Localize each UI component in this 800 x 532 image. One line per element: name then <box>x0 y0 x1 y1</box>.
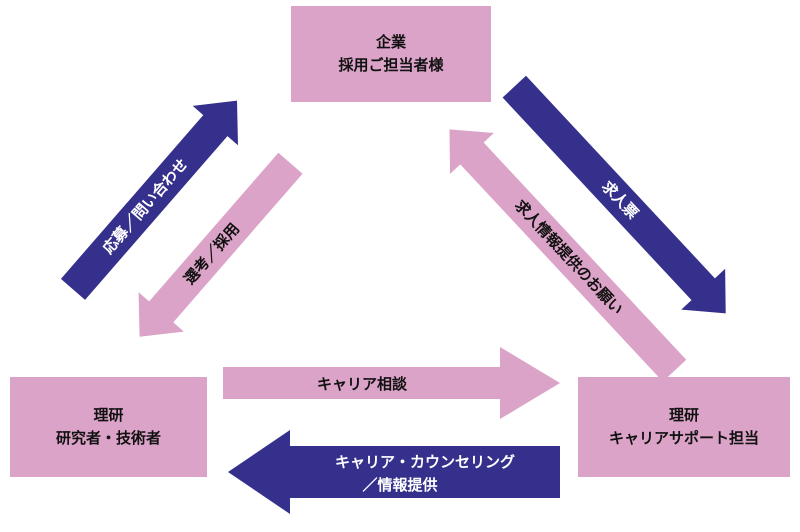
node-researcher: 理研 研究者・技術者 <box>10 377 207 477</box>
node-support-line2: キャリアサポート担当 <box>608 429 759 447</box>
arrow-apply-inquiry-label: 応募／問い合わせ <box>99 155 191 257</box>
arrow-career-consult: キャリア相談 <box>223 347 560 419</box>
arrow-request-job-info-label: 求人情報提供のお願い <box>511 196 626 318</box>
arrow-apply-inquiry: 応募／問い合わせ <box>60 100 238 300</box>
node-support-line1: 理研 <box>668 405 699 424</box>
arrow-career-consult-label: キャリア相談 <box>317 375 408 393</box>
node-company: 企業 採用ご担当者様 <box>291 6 491 102</box>
node-support: 理研 キャリアサポート担当 <box>578 377 790 477</box>
node-company-line2: 採用ご担当者様 <box>338 56 444 74</box>
node-researcher-line1: 理研 <box>93 405 124 424</box>
arrow-counseling-label-line2: ／情報提供 <box>362 476 437 494</box>
arrow-counseling-label-line1: キャリア・カウンセリング <box>335 453 515 471</box>
node-researcher-line2: 研究者・技術者 <box>55 429 161 447</box>
node-company-line1: 企業 <box>375 32 406 51</box>
arrow-selection-hiring: 選考／採用 <box>138 152 303 337</box>
arrow-counseling: キャリア・カウンセリング ／情報提供 <box>228 430 560 514</box>
